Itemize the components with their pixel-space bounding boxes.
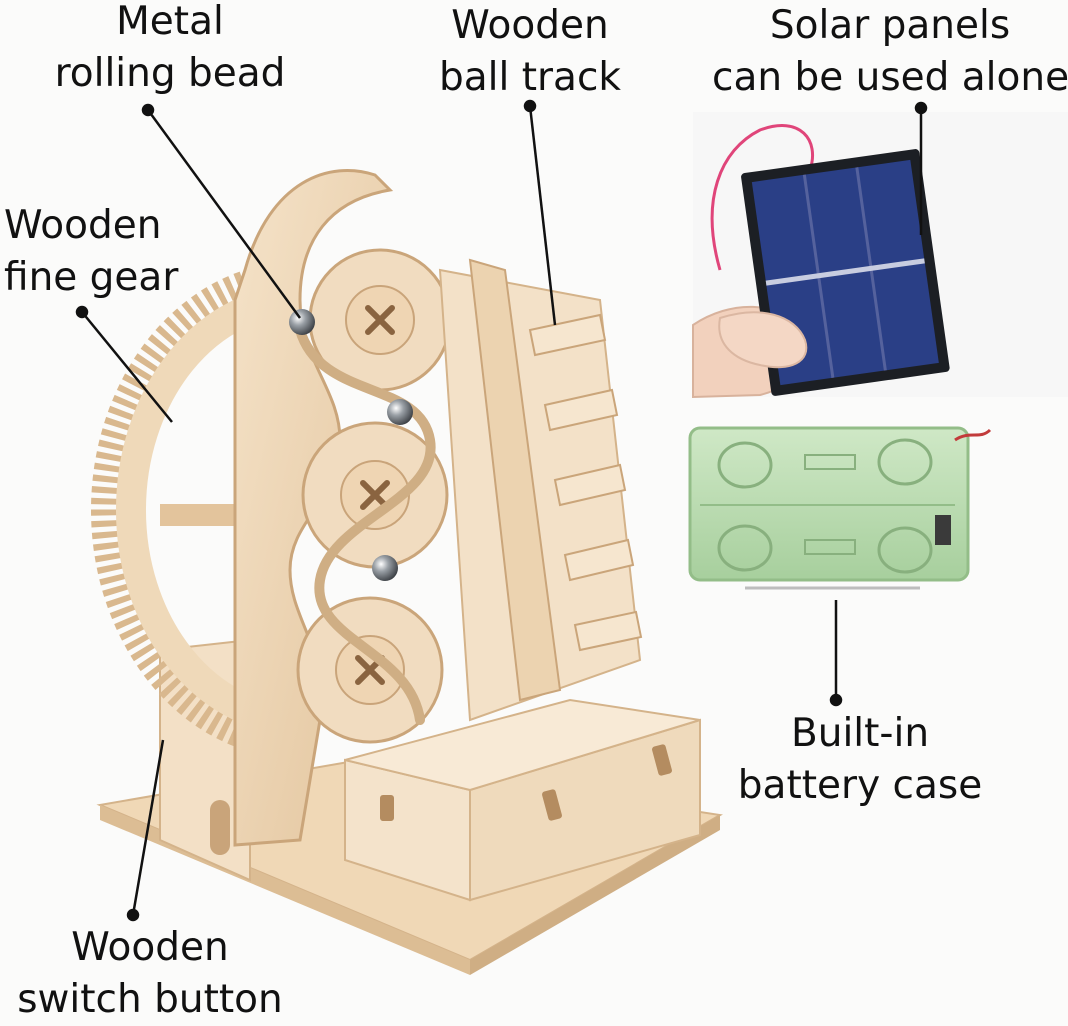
label-line: can be used alone bbox=[712, 55, 1068, 100]
wooden-marble-run-model bbox=[91, 168, 723, 975]
wooden-front-box bbox=[344, 698, 701, 902]
label-metal-rolling-bead: Metal rolling bead bbox=[40, 0, 300, 100]
leader-lines bbox=[75, 99, 928, 922]
leader-built-in-battery-case bbox=[829, 600, 843, 707]
wooden-ball-track-part bbox=[438, 258, 643, 722]
label-line: Built-in bbox=[790, 711, 930, 756]
label-solar-panels: Solar panels can be used alone bbox=[712, 0, 1068, 104]
label-line: Solar panels bbox=[769, 3, 1011, 48]
rotating-disks bbox=[296, 248, 452, 744]
leader-wooden-ball-track bbox=[523, 99, 557, 326]
label-line: Wooden bbox=[451, 3, 609, 48]
label-line: ball track bbox=[439, 55, 621, 100]
bead-channel bbox=[295, 325, 436, 725]
label-line: Metal bbox=[116, 0, 224, 44]
label-line: Wooden bbox=[71, 925, 229, 970]
label-line: Wooden bbox=[4, 203, 162, 248]
label-wooden-ball-track: Wooden ball track bbox=[410, 0, 650, 104]
leader-metal-rolling-bead bbox=[141, 103, 302, 319]
label-wooden-fine-gear: Wooden fine gear bbox=[4, 200, 204, 304]
battery-case-image bbox=[688, 426, 992, 590]
solar-panel-image bbox=[692, 112, 1068, 399]
metal-rolling-beads bbox=[289, 309, 413, 581]
label-line: rolling bead bbox=[54, 51, 286, 96]
leader-wooden-fine-gear bbox=[75, 305, 173, 423]
label-line: battery case bbox=[737, 763, 983, 808]
label-built-in-battery-case: Built-in battery case bbox=[720, 708, 1000, 812]
label-wooden-switch-button: Wooden switch button bbox=[0, 922, 300, 1026]
label-line: switch button bbox=[17, 977, 283, 1022]
leader-wooden-switch-button bbox=[126, 739, 165, 922]
leader-solar-panels bbox=[914, 101, 928, 235]
battery-switch bbox=[935, 515, 951, 545]
label-line: fine gear bbox=[4, 255, 179, 300]
